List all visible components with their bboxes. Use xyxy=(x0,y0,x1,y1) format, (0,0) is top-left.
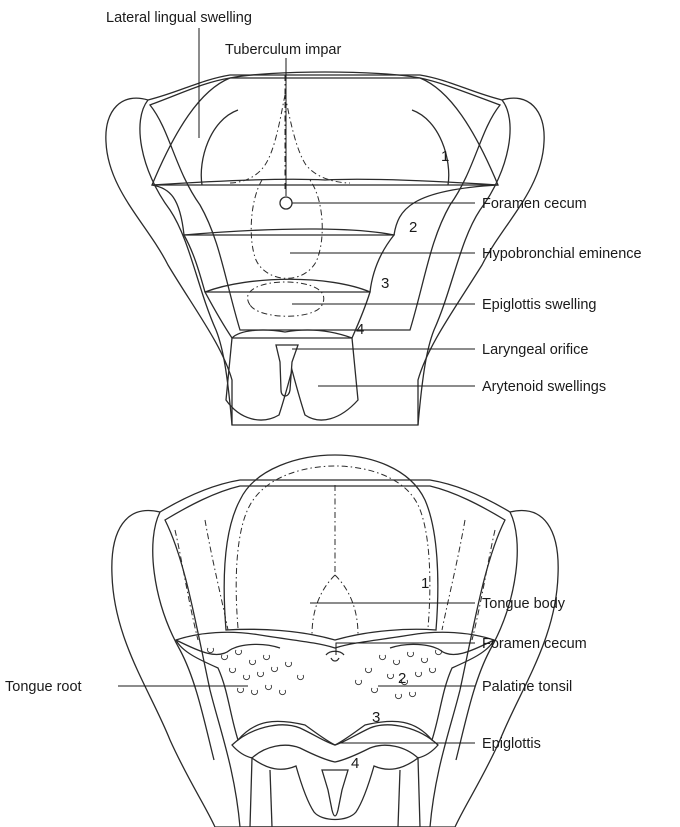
label-foramen-cecum-top: Foramen cecum xyxy=(482,196,587,212)
label-foramen-cecum-bottom: Foramen cecum xyxy=(482,636,587,652)
label-tongue-root: Tongue root xyxy=(5,679,82,695)
label-epiglottis-swelling: Epiglottis swelling xyxy=(482,297,596,313)
arch-number-2-top: 2 xyxy=(409,219,417,236)
label-hypobronchial-eminence: Hypobronchial eminence xyxy=(482,246,642,262)
tongue-body-shape xyxy=(224,455,438,640)
arch-4-region xyxy=(205,279,370,338)
label-lateral-lingual-swelling: Lateral lingual swelling xyxy=(106,10,252,26)
pharyngeal-arches-early-tongue: 1 2 3 4 Lateral lingual swelling Tubercu… xyxy=(106,10,642,425)
tonsillar-crypts xyxy=(208,648,442,699)
arch-number-3-bottom: 3 xyxy=(372,709,380,726)
foramen-cecum-bottom xyxy=(326,651,344,655)
arch-number-1-bottom: 1 xyxy=(421,575,429,592)
pharyngeal-floor-bottom xyxy=(165,486,505,827)
adult-tongue-diagram: 1 2 3 4 Tongue body Foramen cecum Tongue… xyxy=(5,455,587,827)
arch-number-2-bottom: 2 xyxy=(398,670,406,687)
arytenoid-swellings-top xyxy=(226,330,358,420)
arch-number-4-bottom: 4 xyxy=(351,755,359,772)
pharyngeal-wall-top xyxy=(106,75,544,425)
label-tongue-body: Tongue body xyxy=(482,596,566,612)
label-palatine-tonsil: Palatine tonsil xyxy=(482,679,572,695)
label-tuberculum-impar: Tuberculum impar xyxy=(225,42,341,58)
tongue-root-shape xyxy=(176,632,494,745)
pharyngeal-wall-bottom xyxy=(112,480,558,827)
label-epiglottis: Epiglottis xyxy=(482,736,541,752)
arch-2-region xyxy=(152,179,498,235)
label-laryngeal-orifice: Laryngeal orifice xyxy=(482,342,588,358)
arch-1-region xyxy=(152,72,498,185)
arch-number-4-top: 4 xyxy=(356,321,364,338)
label-arytenoid-swellings: Arytenoid swellings xyxy=(482,379,606,395)
arch-number-1-top: 1 xyxy=(441,148,449,165)
arch-number-3-top: 3 xyxy=(381,275,389,292)
foramen-cecum-top xyxy=(280,197,292,209)
